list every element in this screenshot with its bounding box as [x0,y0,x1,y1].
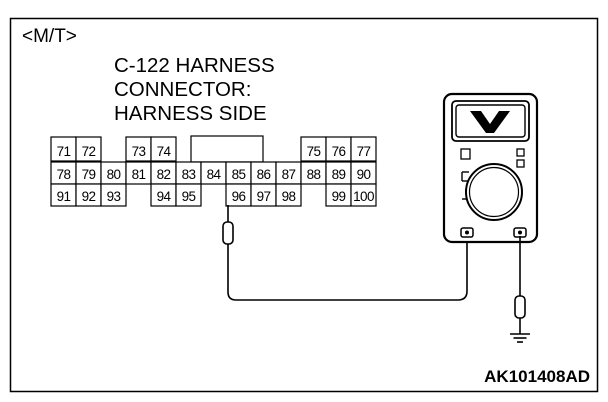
pin-label-95: 95 [182,189,196,204]
pin-cell-73 [125,136,152,162]
connector-lock-tab [190,135,264,163]
pin-label-92: 92 [82,189,96,204]
voltage-symbol-icon [470,111,510,133]
pin-label-91: 91 [57,189,71,204]
pin-label-93: 93 [107,189,121,204]
meter-indicator-right-bottom [516,159,525,168]
pin-label-100: 100 [353,189,374,204]
pin-label-84: 84 [207,167,222,182]
connector-title: C-122 HARNESS CONNECTOR: HARNESS SIDE [114,54,280,125]
pin-cell-71 [50,136,77,162]
pin-label-99: 99 [332,189,346,204]
pin-label-97: 97 [257,189,271,204]
pin-label-71: 71 [57,144,71,159]
pin-label-96: 96 [232,189,246,204]
ground-symbol-icon [510,333,530,343]
pin-label-78: 78 [57,167,71,182]
pin-cell-100 [350,183,377,207]
pin-label-75: 75 [307,144,321,159]
voltmeter [442,92,539,244]
connector-title-line-2: CONNECTOR: [114,78,251,101]
figure-frame [9,17,599,393]
meter-range-dial [465,163,523,221]
pin-label-87: 87 [282,167,296,182]
pin-row-3: 91 92 93 94 95 96 97 98 99 100 [50,183,377,207]
ground-lead [510,236,530,343]
figure-code: AK101408AD [484,367,590,386]
test-probe [222,205,468,301]
pin-label-79: 79 [82,167,96,182]
pin-label-80: 80 [107,167,121,182]
pin-cell-72 [75,136,102,162]
probe-body [222,221,234,245]
pin-label-85: 85 [232,167,246,182]
pin-label-74: 74 [157,144,172,159]
pin-label-76: 76 [332,144,346,159]
pin-label-90: 90 [357,167,371,182]
probe-lead-wire [227,236,468,301]
pin-cell-98 [275,183,302,207]
pin-label-88: 88 [307,167,321,182]
pin-label-82: 82 [157,167,171,182]
variant-label: <M/T> [22,26,77,47]
pin-label-77: 77 [357,144,371,159]
connector-title-line-1: C-122 HARNESS [114,54,275,77]
pin-label-73: 73 [132,144,146,159]
meter-indicator-right-top [516,148,525,157]
pin-label-81: 81 [132,167,146,182]
pin-label-72: 72 [82,144,96,159]
meter-indicator-left [460,148,471,160]
pin-label-94: 94 [157,189,172,204]
pin-label-98: 98 [282,189,296,204]
meter-range-dial-inner [468,166,520,218]
pin-row-2: 78 79 80 81 82 83 84 85 86 87 88 89 90 [50,161,377,185]
pin-label-86: 86 [257,167,271,182]
pin-cell-95 [175,183,202,207]
pin-label-89: 89 [332,167,346,182]
connector-title-line-3: HARNESS SIDE [114,102,267,125]
pin-label-83: 83 [182,167,196,182]
pin-row-1: 71 72 73 74 75 76 77 [50,136,377,162]
ground-probe-body [514,295,526,319]
pin-cell-77 [350,136,377,162]
pin-cell-74 [150,136,177,162]
pin-cell-93 [100,183,127,207]
